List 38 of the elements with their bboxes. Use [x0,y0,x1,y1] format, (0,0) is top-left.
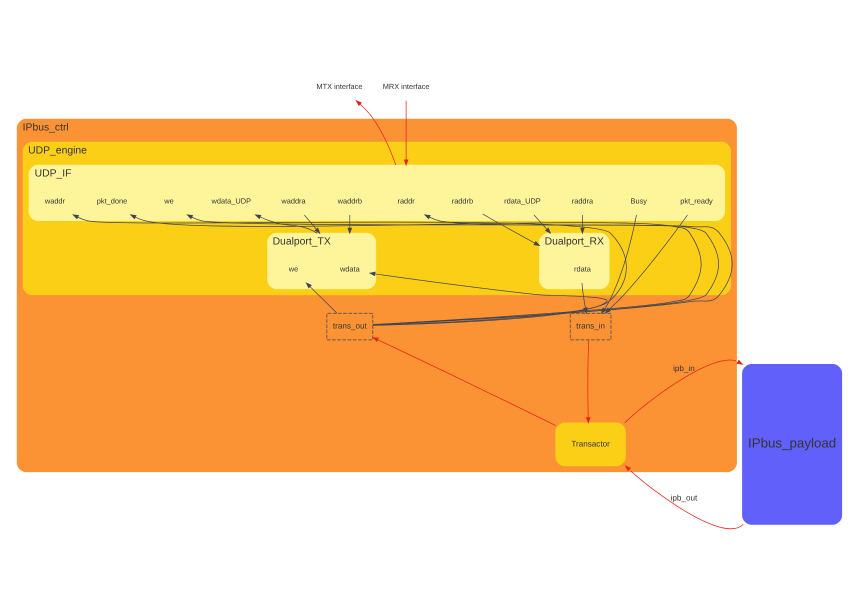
edge-label: ipb_out [670,493,698,502]
node-text: raddrb [452,196,474,205]
node-text: wdata [340,264,360,273]
arrow [404,100,408,166]
node-text: raddra [572,196,594,205]
node-text: waddr [44,196,66,205]
node-box: trans_in [570,312,612,340]
arrow [580,214,585,234]
arrow [304,214,321,234]
arrow [372,214,733,325]
node-text: rdata [574,264,591,273]
arrow [306,282,338,313]
arrow [624,464,744,529]
node-text: wdata_UDP [212,196,251,205]
node-box: trans_out [326,312,374,340]
node-box: Transactor [555,422,626,466]
node-box: IPbus_payload [742,364,842,524]
arrow [355,99,396,165]
node-text: MRX interface [382,82,430,91]
node-text: waddra [281,196,306,205]
node-text: Busy [630,196,647,205]
node-text: waddrb [338,196,362,205]
arrow [347,214,352,234]
node-text: MTX interface [316,82,362,91]
arrow [372,336,556,426]
node-text: pkt_done [96,196,128,205]
node-text: we [164,196,174,205]
arrow [72,214,627,326]
node-text: raddr [397,196,415,205]
node-text: pkt_ready [680,196,713,205]
arrow [482,213,540,246]
arrow [254,214,318,234]
arrow [624,359,744,423]
arrow [586,339,591,424]
arrow [534,214,552,234]
edge-label: ipb_in [673,363,695,372]
node-text: we [288,264,298,273]
node-text: rdata_UDP [504,196,541,205]
